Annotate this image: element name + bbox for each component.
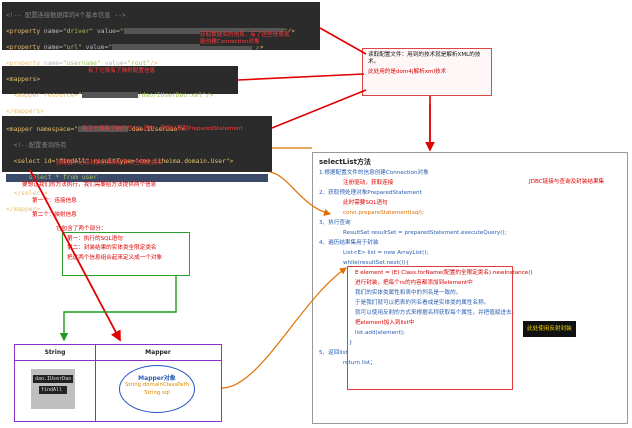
map-table: String Mapper dao.IUserDao findAll Mappe… [14,344,222,422]
sql-note: 此配置中还有封装结果的实体类全限定类名 [56,160,163,166]
arrow-config-to-reader [319,27,367,55]
two-parts-box: 第一：执行的SQL语句 第二：封装结果的实体类全限定类名 把这两个信息组合起来定… [62,232,190,276]
table-header-mapper: Mapper [145,349,171,356]
arrow-table-to-panel [221,267,347,389]
arrow-orange-sql [269,171,332,216]
mappers-note: 有了它就有了映射配置信息 [88,68,156,74]
key-box: dao.IUserDao findAll [31,369,75,409]
config-note: 获取数据库的信息，有了这些信息就能创建Connection对象 [200,32,292,46]
arrow-mappers-to-reader [237,73,365,81]
blurred-value [123,28,284,34]
method-needs-title: 要想让我们的方法执行，我们需要给方法提供两个信息 [22,182,157,188]
reflection-badge: 此处使用反射封装 [523,321,576,337]
loop-body-box [347,266,513,390]
property-url: <property name="url" value=""/> [6,44,264,51]
property-driver: <property name="driver" value=""/> [6,28,316,36]
config-comment: <!-- 配置连接数据库的4个基本信息 --> [6,12,126,19]
note-first-info: 第一个：连接信息 [32,198,77,204]
reading-config-box: 读取配置文件：用到的技术就是解析XML的技术。 此处用的是dom4j解析xml技… [362,48,492,96]
blurred-value [112,44,253,50]
mappers-code-block: <mappers> <mapper resource="/dao/IUserDa… [2,66,238,115]
blurred-value [78,126,129,132]
select-list-panel: selectList方法 1.根据配置文件的信息创建Connection对象 注… [312,152,628,424]
property-username: <property name="username" value="root"/> [6,60,158,67]
mapper-comment-note: 有了它就有了执行的SQL语句，就可以获取PreparedStatement [82,126,243,132]
panel-title: selectList方法 [319,158,371,166]
table-header-string: String [44,349,66,356]
jdbc-note: JDBC链接与查询及封装结果集 [529,179,605,185]
mapper-object-ellipse: Mapper对象 String domainClassPath String s… [119,365,195,413]
arrow-green-to-table [59,276,177,342]
arrow-mapper-to-reader [271,89,367,129]
mapper-code-block: <mapper namespace=".dao.IUserDao"> <!--配… [2,116,272,213]
arrow-mapper-to-table [29,169,121,342]
blurred-value [81,92,138,98]
note-contains: 它包含了两个部分： [56,226,107,232]
